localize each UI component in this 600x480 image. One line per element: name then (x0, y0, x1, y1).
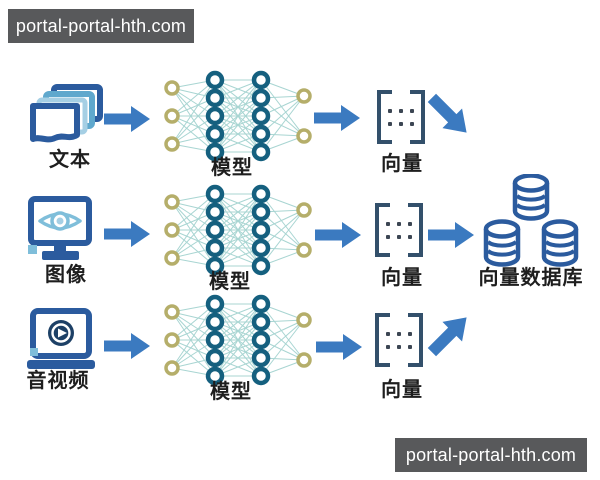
vector-label: 向量 (381, 377, 423, 401)
arrow-right-icon (104, 333, 150, 359)
arrow-down-right-icon (427, 93, 467, 133)
arrow-right-icon (314, 105, 360, 131)
arrow-right-icon (104, 221, 150, 247)
model-label: 模型 (209, 269, 251, 293)
arrow-up-right-icon (427, 317, 467, 357)
neural-network-icon (164, 184, 312, 276)
vector-label: 向量 (381, 265, 423, 289)
arrow-right-icon (104, 106, 150, 132)
arrow-right-icon (316, 334, 362, 360)
model-label: 模型 (211, 155, 253, 179)
source-label: 音视频 (26, 368, 90, 392)
watermark-top-left: portal-portal-hth.com (8, 9, 194, 43)
watermark-bottom-right: portal-portal-hth.com (395, 438, 587, 472)
source-label: 图像 (45, 262, 87, 286)
neural-network-icon (164, 70, 312, 162)
laptop-play-icon (27, 308, 95, 369)
arrow-right-icon (315, 222, 361, 248)
arrow-right-icon (428, 222, 474, 248)
neural-network-icon (164, 294, 312, 386)
matrix-brackets-icon (377, 90, 425, 144)
model-label: 模型 (210, 379, 252, 403)
monitor-eye-icon (28, 196, 92, 260)
database-cylinders-icon (482, 174, 580, 268)
source-label: 文本 (49, 147, 91, 171)
database-label: 向量数据库 (478, 265, 584, 289)
documents-icon (30, 84, 103, 143)
vector-label: 向量 (381, 151, 423, 175)
matrix-brackets-icon (375, 203, 423, 257)
matrix-brackets-icon (375, 313, 423, 367)
